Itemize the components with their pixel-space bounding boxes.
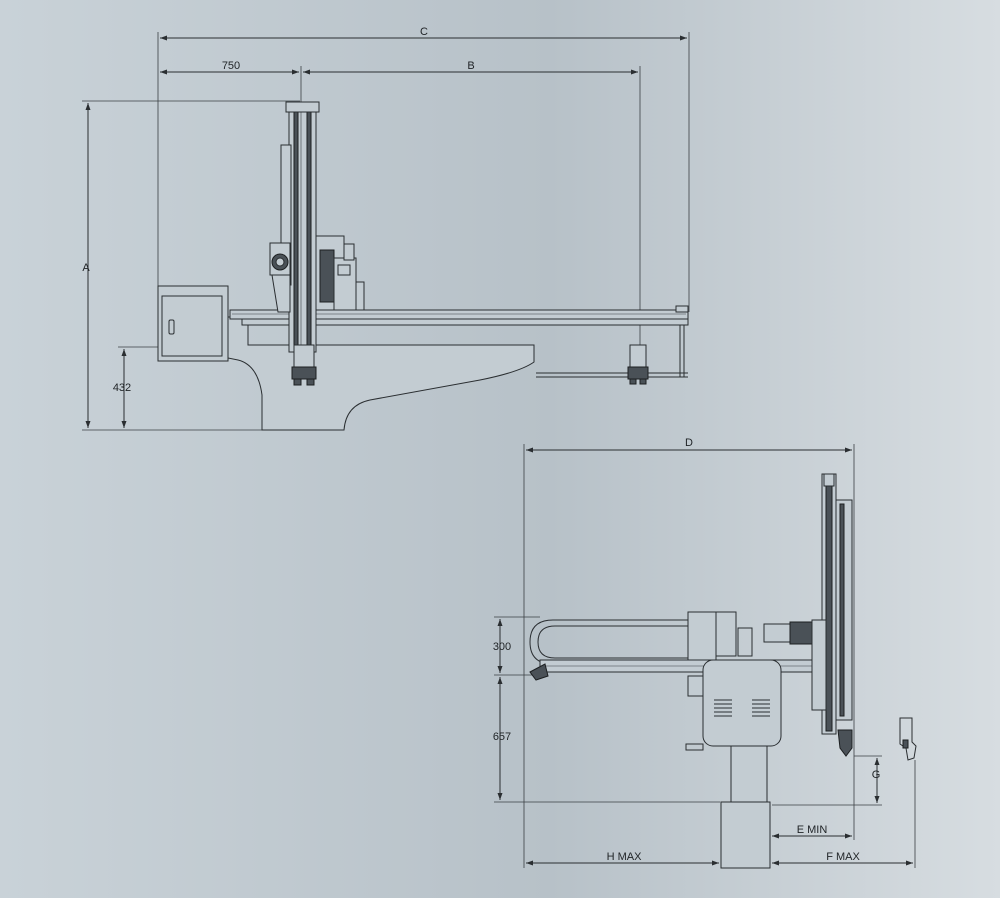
dimension-h-max: H MAX xyxy=(526,804,722,868)
mounting-base xyxy=(227,316,535,431)
dimension-c: C xyxy=(157,26,690,345)
primary-gripper xyxy=(293,344,315,368)
dimension-g-label: G xyxy=(872,769,881,781)
primary-gripper-head xyxy=(291,366,317,380)
side-view-machine xyxy=(157,101,689,431)
dimension-750: 750 xyxy=(160,60,302,105)
front-view: D 300 657 G E MIN xyxy=(493,437,917,869)
dimension-c-label: C xyxy=(420,26,428,38)
dimension-e-min-label: E MIN xyxy=(797,824,828,836)
dimension-a: A xyxy=(82,100,300,431)
dimension-657-label: 657 xyxy=(493,731,511,743)
electrical-box xyxy=(702,659,782,747)
dimension-d: D xyxy=(523,437,855,868)
secondary-gripper xyxy=(629,344,647,368)
cabinet-door xyxy=(161,295,223,357)
cable-loop xyxy=(529,619,690,665)
dimension-a-label: A xyxy=(82,262,90,274)
front-gripper xyxy=(837,729,853,757)
dimension-432-label: 432 xyxy=(113,382,131,394)
traverse-motor xyxy=(687,611,717,661)
vertical-arm xyxy=(288,101,317,353)
beam-end-cap xyxy=(675,305,689,313)
pedestal-column xyxy=(730,744,768,803)
dimension-d-label: D xyxy=(685,437,693,449)
dimension-300: 300 xyxy=(493,616,540,676)
vent-grille-left xyxy=(714,699,732,717)
dimension-b-label: B xyxy=(467,60,474,72)
secondary-gripper-head xyxy=(627,366,649,380)
beam-rail xyxy=(241,318,689,326)
dimension-657: 657 xyxy=(493,677,720,803)
auxiliary-motor xyxy=(763,623,791,643)
dimension-f-max-label: F MAX xyxy=(826,851,860,863)
control-cabinet xyxy=(157,285,229,362)
vent-grille-right xyxy=(752,699,770,717)
side-view: C 750 B A 432 xyxy=(82,26,690,431)
arm-carriage xyxy=(811,619,827,711)
dimension-g: G xyxy=(772,755,882,806)
arm-top-cap xyxy=(285,101,320,113)
drive-assembly xyxy=(269,235,365,313)
dimension-h-max-label: H MAX xyxy=(607,851,643,863)
front-view-machine xyxy=(529,473,917,869)
cabinet-handle xyxy=(168,319,175,335)
dimension-750-label: 750 xyxy=(222,60,240,72)
dimension-b: B xyxy=(303,60,641,345)
dimension-300-label: 300 xyxy=(493,641,511,653)
pedestal-base xyxy=(720,801,771,869)
dimension-f-max: F MAX xyxy=(772,760,916,868)
dimension-e-min: E MIN xyxy=(772,824,852,839)
gripper-f-max-position xyxy=(899,717,917,761)
